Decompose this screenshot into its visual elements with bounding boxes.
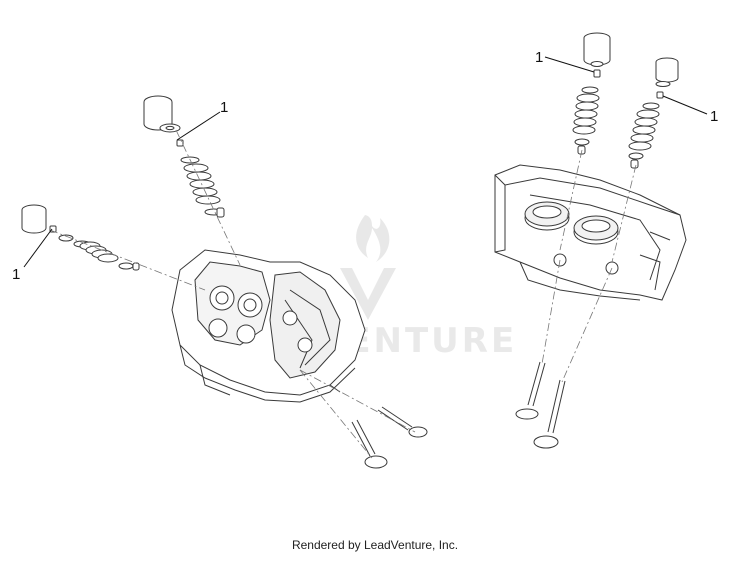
right-head-assembly-lines	[541, 149, 637, 383]
callout-number: 1	[12, 266, 20, 283]
callout-number: 1	[710, 108, 718, 125]
callout-number: 1	[535, 49, 543, 66]
right-cylinder-head	[494, 164, 687, 301]
callout-number: 1	[220, 99, 228, 116]
callout-left-head-top: 1	[176, 99, 228, 141]
right-head-valves	[515, 361, 566, 449]
callout-left-head-side: 1	[12, 228, 53, 283]
rendered-by-footer: Rendered by LeadVenture, Inc.	[291, 538, 459, 552]
callout-right-head-left: 1	[535, 49, 595, 73]
left-head-top-valve-stack	[143, 95, 225, 218]
left-cylinder-head	[171, 249, 366, 403]
callout-right-head-right: 1	[662, 95, 718, 125]
right-head-left-valve-stack	[572, 32, 611, 155]
left-head-valves	[351, 406, 428, 469]
left-head-assembly-lines	[49, 129, 416, 459]
right-head-right-valve-stack	[628, 57, 679, 169]
left-head-side-valve-stack	[21, 204, 140, 271]
